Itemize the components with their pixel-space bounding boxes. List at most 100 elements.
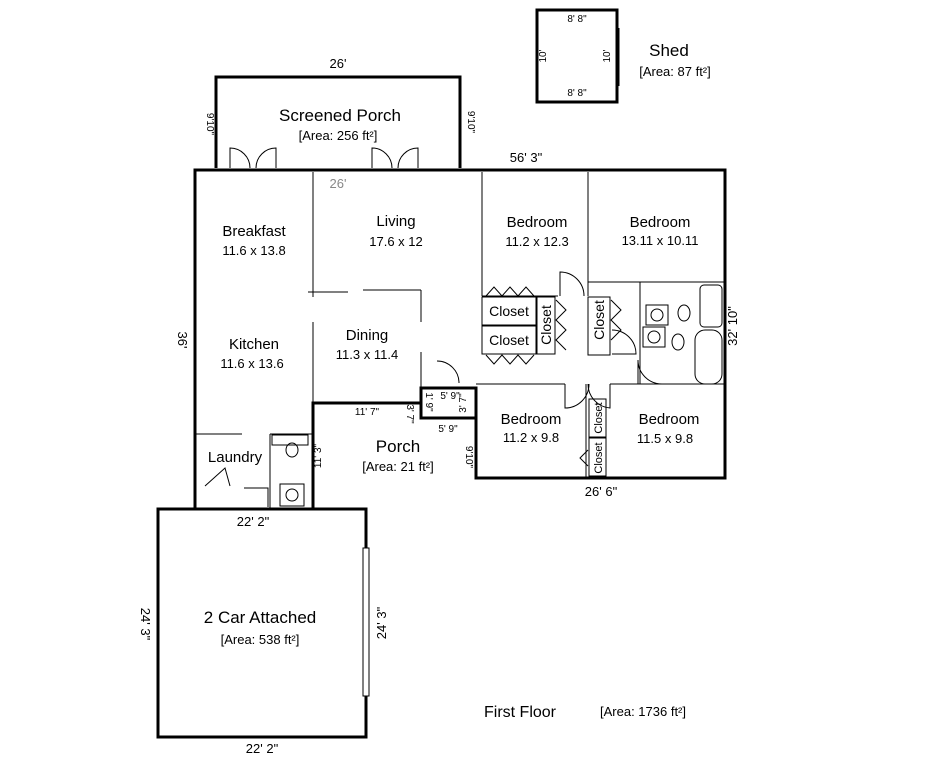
closet-a-bifold — [485, 286, 535, 297]
bedroom-1-label: Bedroom — [507, 214, 568, 231]
porch-step-dimension-4: 3' 7" — [458, 393, 469, 413]
screened-porch-right-dimension: 9'10" — [465, 111, 476, 134]
porch-door-left-a — [229, 147, 251, 169]
closet-f-label: Closet — [593, 442, 605, 473]
bath-sink-lower — [642, 326, 666, 348]
shed: 8' 8" 8' 8" 10' 10' Shed [Area: 87 ft²] — [535, 8, 711, 104]
garage: 22' 2" 22' 2" 24' 3" 24' 3" 2 Car Attach… — [138, 507, 389, 756]
house-dimensions: 56' 3" 26' 36' 32' 10" 26' 6" 9'10" 11' … — [175, 150, 740, 499]
closet-d-box — [587, 296, 611, 356]
kitchen-size: 11.6 x 13.6 — [220, 356, 283, 371]
garage-area: [Area: 538 ft²] — [221, 632, 300, 647]
door-bed1 — [559, 271, 585, 297]
garage-label: 2 Car Attached — [204, 608, 316, 627]
closet-d-bifold — [610, 299, 622, 341]
door-bed3 — [564, 383, 590, 409]
closet-f-bifold — [579, 449, 589, 467]
garage-top-dimension: 22' 2" — [237, 514, 270, 529]
sink-basin-upper — [650, 308, 664, 322]
closet-a-label: Closet — [489, 303, 529, 319]
bath-sink-upper — [645, 304, 669, 326]
closet-c-bifold — [555, 299, 567, 351]
toilet-upper — [677, 304, 691, 322]
room-labels: Breakfast 11.6 x 13.8 Living 17.6 x 12 B… — [208, 213, 700, 474]
laundry-label: Laundry — [208, 449, 263, 466]
house-right-dimension: 32' 10" — [725, 306, 740, 346]
garage-inner-dimension: 24' 3" — [374, 606, 389, 639]
closet-e-box — [588, 398, 607, 438]
porch-door-left-b — [255, 147, 277, 169]
laundry-bifold — [204, 467, 231, 487]
footer: First Floor [Area: 1736 ft²] — [484, 704, 686, 721]
laundry-sink — [279, 483, 305, 507]
bedrooms-left-dimension: 9'10" — [463, 446, 474, 469]
dining-label: Dining — [346, 327, 389, 344]
closet-d-label: Closet — [591, 300, 607, 340]
bedroom-4-label: Bedroom — [639, 411, 700, 428]
garage-bottom-dimension: 22' 2" — [246, 741, 279, 756]
closets: Closet Closet Closet Closet Closet Close… — [481, 286, 622, 477]
closet-b-box — [481, 325, 537, 355]
bedroom-2-size: 13.11 x 10.11 — [622, 233, 699, 248]
screened-porch-walls — [214, 75, 462, 168]
shed-label: Shed — [649, 41, 689, 60]
garage-door — [362, 547, 370, 697]
door-bath — [637, 359, 663, 385]
closet-a-box — [481, 296, 537, 326]
bedrooms-bottom-dimension: 26' 6" — [585, 484, 618, 499]
screened-porch-area: [Area: 256 ft²] — [299, 128, 378, 143]
garage-left-dimension: 24' 3" — [138, 608, 153, 641]
laundry-toilet-tank — [271, 434, 309, 446]
living-label: Living — [376, 213, 415, 230]
closet-b-label: Closet — [489, 332, 529, 348]
bathroom-fixtures — [271, 284, 723, 507]
laundry-sink-basin — [285, 488, 299, 502]
bath-shower — [699, 284, 723, 328]
living-inner-dimension: 26' — [330, 176, 347, 191]
house-top-dimension: 56' 3" — [510, 150, 543, 165]
closet-e-label: Closet — [593, 402, 605, 433]
porch-door-right-b — [397, 147, 419, 169]
porch-step-dimension-5: 5' 9" — [438, 424, 458, 435]
bedroom-1-size: 11.2 x 12.3 — [505, 234, 568, 249]
porch-step-dimension-1: 3' 7" — [404, 404, 415, 424]
closet-c-label: Closet — [538, 305, 554, 345]
shed-top-dimension: 8' 8" — [567, 14, 587, 25]
closet-f-box — [588, 437, 607, 477]
interior-partitions — [195, 172, 725, 509]
laundry-toilet — [285, 442, 299, 458]
closet-c-box — [536, 296, 556, 355]
door-bed4 — [587, 383, 611, 409]
kitchen-label: Kitchen — [229, 336, 279, 353]
bedroom-2-label: Bedroom — [630, 214, 691, 231]
living-size: 17.6 x 12 — [369, 234, 423, 249]
porch-area: [Area: 21 ft²] — [362, 459, 434, 474]
house-outline — [193, 168, 727, 509]
porch-door-right-a — [371, 147, 393, 169]
porch-step-dimension-3: 5' 9" — [440, 391, 460, 402]
door-laundry — [244, 487, 269, 507]
closet-b-bifold — [485, 354, 535, 365]
screened-porch-label: Screened Porch — [279, 106, 401, 125]
bathtub — [694, 329, 723, 385]
breakfast-label: Breakfast — [222, 223, 286, 240]
floor-title: First Floor — [484, 704, 557, 721]
bedroom-3-label: Bedroom — [501, 411, 562, 428]
sink-basin-lower — [647, 330, 661, 344]
porch-step-dimension-2: 1' 9" — [423, 392, 434, 412]
shed-area: [Area: 87 ft²] — [639, 64, 711, 79]
door-bed2 — [611, 329, 637, 355]
porch-top-dimension: 11' 7" — [355, 407, 380, 418]
screened-porch-left-dimension: 9'10" — [204, 113, 215, 136]
shed-walls — [535, 8, 619, 104]
screened-porch: 26' 9'10" 9'10" Screened Porch [Area: 25… — [204, 56, 476, 169]
shed-bottom-dimension: 8' 8" — [567, 88, 587, 99]
shed-right-dimension: 10' — [602, 49, 613, 62]
porch-step — [419, 386, 478, 420]
house-left-dimension: 36' — [175, 332, 190, 349]
floor-area: [Area: 1736 ft²] — [600, 704, 686, 719]
toilet-lower — [671, 333, 685, 351]
door-porch-entry — [436, 360, 460, 384]
shed-left-dimension: 10' — [538, 49, 549, 62]
